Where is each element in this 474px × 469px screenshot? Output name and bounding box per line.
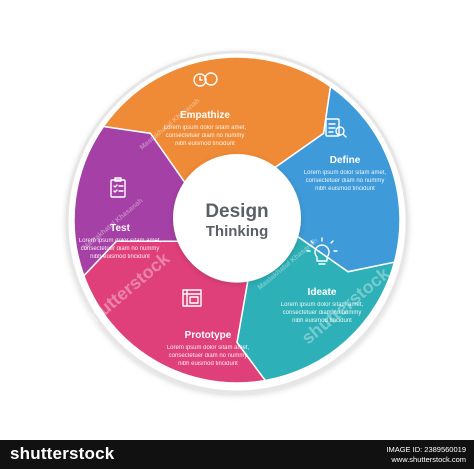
footer-bar: shutterstock IMAGE ID: 2389560019 www.sh… <box>0 440 474 469</box>
center-subtitle: Thinking <box>206 223 269 240</box>
segment-description-line: Lorem ipsum dolor sitam amet, <box>281 302 364 308</box>
segment-description-line: Lorem ipsum dolor sitam amet, <box>304 170 387 176</box>
clipboard-icon <box>110 177 126 198</box>
footer-logo: shutterstock <box>10 444 115 463</box>
people-head-icon <box>193 72 218 87</box>
blueprint-icon <box>182 289 202 307</box>
checklist-icon <box>325 118 347 138</box>
segment-title: Test <box>110 223 130 234</box>
segment-description-line: Lorem ipsum dolor sitam amet, <box>164 125 247 131</box>
segment-description-line: nibh euismod tincidunt <box>175 141 235 147</box>
segments-layer <box>73 56 401 384</box>
segment-title: Empathize <box>180 110 230 121</box>
segment-description-line: consectetuer diam no nummy <box>169 353 248 359</box>
segment-description-line: nibh euismod tincidunt <box>90 254 150 260</box>
segment-description-line: Lorem ipsum dolor sitam amet, <box>167 345 250 351</box>
segment-description-line: consectetuer diam no nummy <box>166 133 245 139</box>
footer-site: www.shutterstock.com <box>391 455 466 464</box>
segment-description-line: nibh euismod tincidunt <box>315 186 375 192</box>
footer-image-info: IMAGE ID: 2389560019 www.shutterstock.co… <box>386 445 466 465</box>
segment-description-line: consectetuer diam no nummy <box>306 178 385 184</box>
segment-description-line: consectetuer diam no nummy <box>81 246 160 252</box>
segment-title: Prototype <box>185 330 232 341</box>
segment-description-line: nibh euismod tincidunt <box>178 361 238 367</box>
center-title: Design <box>205 201 268 222</box>
segment-title: Define <box>330 155 361 166</box>
segment-description-line: nibh euismod tincidunt <box>292 318 352 324</box>
segment-description-line: Lorem ipsum dolor sitam amet, <box>79 238 162 244</box>
segment-description-line: consectetuer diam no nummy <box>283 310 362 316</box>
footer-image-id: IMAGE ID: 2389560019 <box>386 445 466 454</box>
segment-title: Ideate <box>308 287 337 298</box>
lightbulb-icon <box>306 237 338 265</box>
center-circle <box>173 154 301 282</box>
